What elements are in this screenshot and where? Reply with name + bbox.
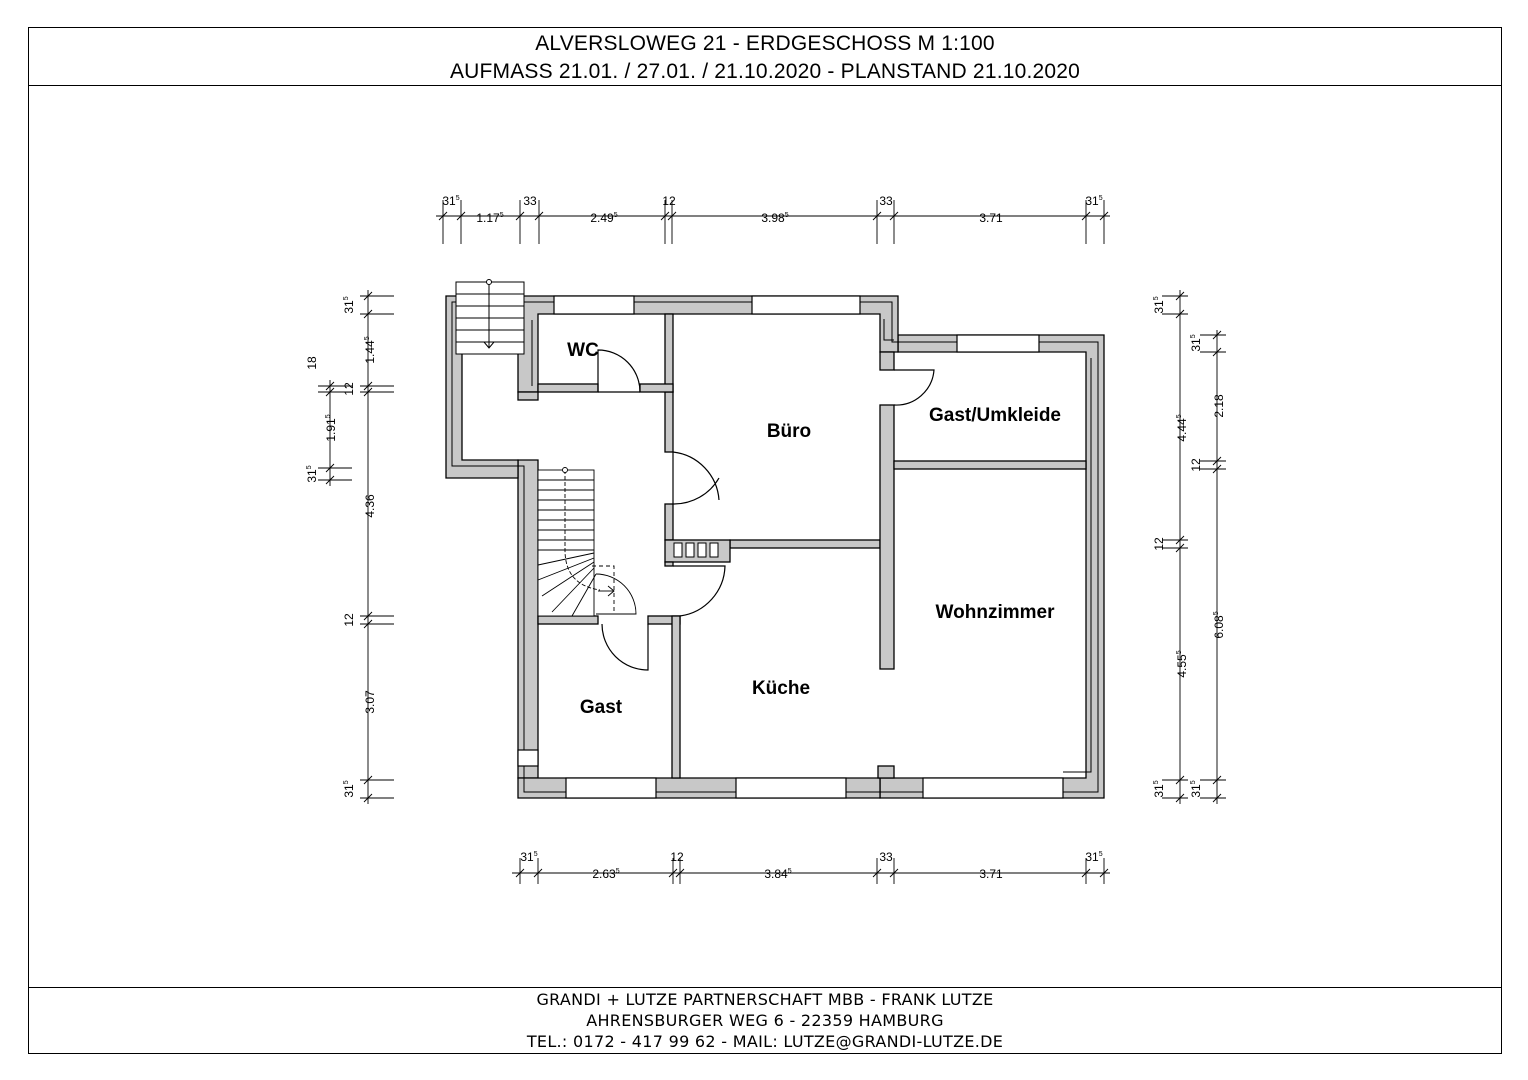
dim-left-inner-6: 3.07 — [363, 690, 377, 714]
footer-contact: TEL.: 0172 - 417 99 62 - MAIL: LUTZE@GRA… — [526, 1032, 1004, 1051]
chimney-flues — [673, 542, 719, 558]
dim-right-outer-5: 315 — [1189, 780, 1203, 797]
room-label-wc: WC — [567, 340, 599, 361]
dim-bottom-3: 12 — [670, 850, 684, 864]
dim-right-outer-3: 12 — [1189, 458, 1203, 472]
entrance-stairs — [455, 279, 525, 355]
dim-top-9: 315 — [1085, 194, 1102, 208]
footer-block: GRANDI + LUTZE PARTNERSCHAFT MBB - FRANK… — [29, 987, 1501, 1053]
dim-right-outer-1: 315 — [1189, 334, 1203, 351]
dim-right-inner-4: 4.555 — [1175, 650, 1189, 677]
dim-top-7: 33 — [879, 194, 893, 208]
dim-top-2: 1.175 — [476, 211, 503, 225]
dim-left-inner-2: 1.445 — [363, 336, 377, 363]
dim-right-outer-2: 2.18 — [1212, 394, 1226, 418]
footer-address: AHRENSBURGER WEG 6 - 22359 HAMBURG — [586, 1011, 944, 1030]
plan-title: ALVERSLOWEG 21 - ERDGESCHOSS M 1:100 — [535, 32, 995, 55]
dim-bottom-1: 315 — [520, 850, 537, 864]
dim-left-inner-5: 12 — [342, 613, 356, 627]
dim-bottom-5: 33 — [879, 850, 893, 864]
dim-left-inner-7: 315 — [342, 780, 356, 797]
dim-top-6: 3.985 — [761, 211, 788, 225]
title-block: ALVERSLOWEG 21 - ERDGESCHOSS M 1:100 AUF… — [29, 28, 1501, 86]
room-label-wohnzimmer: Wohnzimmer — [936, 602, 1056, 623]
windows — [517, 295, 1064, 799]
room-labels: WC Büro Gast/Umkleide Wohnzimmer Küche G… — [567, 340, 1061, 718]
dim-left-inner-1: 315 — [342, 296, 356, 313]
dim-top-1: 315 — [442, 194, 459, 208]
footer-company: GRANDI + LUTZE PARTNERSCHAFT MBB - FRANK… — [536, 990, 994, 1009]
inner-staircase — [537, 467, 637, 617]
dim-left-outer-3: 4.36 — [363, 494, 377, 518]
room-label-gast: Gast — [580, 697, 623, 718]
dim-left-inner-4: 1.915 — [324, 414, 338, 441]
room-label-buero: Büro — [767, 421, 811, 442]
dim-bottom-2: 2.635 — [592, 867, 619, 881]
dim-right-inner-2: 4.445 — [1175, 414, 1189, 441]
room-label-gast-umkleide: Gast/Umkleide — [929, 405, 1061, 426]
dim-left-outer-2: 315 — [305, 465, 319, 482]
dim-top-8: 3.71 — [979, 211, 1003, 225]
doors — [597, 349, 935, 671]
dim-top-3: 33 — [523, 194, 537, 208]
interior-walls — [517, 313, 1087, 779]
dim-bottom-7: 315 — [1085, 850, 1102, 864]
dim-top-4: 2.495 — [590, 211, 617, 225]
dimension-labels: 315 1.175 33 2.495 12 3.985 33 3.71 315 … — [305, 194, 1226, 881]
dim-right-inner-5: 315 — [1152, 780, 1166, 797]
drawing-sheet: ALVERSLOWEG 21 - ERDGESCHOSS M 1:100 AUF… — [28, 27, 1502, 1054]
dimension-lines — [318, 200, 1226, 884]
dim-right-outer-4: 6.085 — [1212, 611, 1226, 638]
dim-left-inner-3: 12 — [342, 382, 356, 396]
dim-bottom-4: 3.845 — [764, 867, 791, 881]
dim-right-inner-1: 315 — [1152, 296, 1166, 313]
dim-bottom-6: 3.71 — [979, 867, 1003, 881]
dim-right-inner-3: 12 — [1152, 537, 1166, 551]
dim-left-outer-1: 18 — [305, 356, 319, 370]
plan-subtitle: AUFMASS 21.01. / 27.01. / 21.10.2020 - P… — [449, 60, 1081, 83]
room-label-kueche: Küche — [752, 678, 810, 699]
dim-top-5: 12 — [662, 194, 676, 208]
wall-inner-lines — [451, 301, 1099, 793]
